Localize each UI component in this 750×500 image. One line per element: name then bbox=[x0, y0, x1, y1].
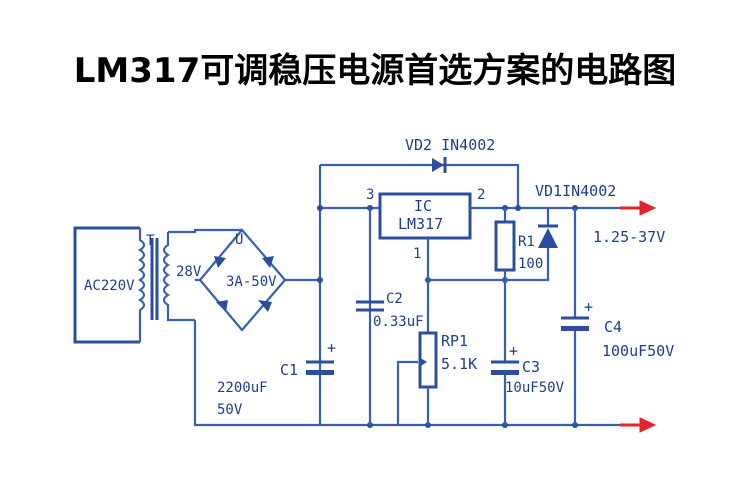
capacitor-c2: C2 0.33uF bbox=[356, 208, 424, 425]
r1-value-label: 100 bbox=[518, 256, 543, 272]
ic-pin3-label: 3 bbox=[366, 187, 374, 203]
rp1-label: RP1 bbox=[441, 332, 468, 350]
c4-value-label: 100uF50V bbox=[602, 342, 674, 360]
vd2-label: VD2 IN4002 bbox=[405, 136, 495, 154]
bridge-label-u: U bbox=[235, 232, 243, 248]
vd1-diode: VD1IN4002 bbox=[505, 182, 616, 282]
c1-plus-sign: + bbox=[327, 339, 336, 357]
potentiometer-rp1: RP1 5.1K bbox=[396, 280, 477, 425]
page-title: LM317可调稳压电源首选方案的电路图 bbox=[74, 51, 676, 91]
transformer-secondary: 28V bbox=[162, 228, 242, 322]
transformer-core: T bbox=[146, 233, 159, 320]
c3-label: C3 bbox=[522, 358, 540, 376]
c3-value-label: 10uF50V bbox=[505, 380, 565, 396]
r1-label: R1 bbox=[518, 234, 535, 250]
c2-value-label: 0.33uF bbox=[373, 314, 424, 330]
rp1-value-label: 5.1K bbox=[441, 355, 477, 373]
output-positive-arrow-icon bbox=[620, 200, 657, 216]
ic-pin2-label: 2 bbox=[477, 187, 485, 203]
ic-label: IC bbox=[414, 197, 432, 215]
capacitor-c4: + C4 100uF50V bbox=[561, 208, 674, 425]
capacitor-c1: + C1 2200uF 50V bbox=[217, 339, 336, 418]
bridge-rectifier: U 3A-50V bbox=[193, 228, 320, 427]
c1-value-label: 2200uF bbox=[217, 380, 268, 396]
transformer-label: T bbox=[146, 233, 155, 249]
c2-label: C2 bbox=[386, 291, 403, 307]
vd1-label: VD1IN4002 bbox=[535, 182, 616, 200]
bridge-rating-label: 3A-50V bbox=[226, 274, 277, 290]
c4-label: C4 bbox=[604, 318, 622, 336]
main-rails bbox=[318, 163, 640, 427]
vd2-diode-icon: VD2 IN4002 bbox=[405, 136, 495, 173]
capacitor-c3: + C3 10uF50V bbox=[491, 280, 565, 425]
ic-lm317: IC LM317 3 2 1 bbox=[366, 187, 505, 282]
resistor-r1: R1 100 bbox=[494, 208, 543, 280]
ic-pin1-label: 1 bbox=[413, 246, 421, 262]
bridge-diode-icon bbox=[214, 256, 274, 312]
c3-plus-sign: + bbox=[509, 342, 518, 360]
transformer-primary: AC220V bbox=[73, 226, 146, 344]
output-negative-arrow-icon bbox=[620, 417, 657, 433]
output-terminals: 1.25-37V bbox=[593, 200, 665, 433]
c1-voltage-label: 50V bbox=[217, 402, 243, 418]
secondary-voltage-label: 28V bbox=[176, 264, 202, 280]
output-voltage-label: 1.25-37V bbox=[593, 228, 665, 246]
ac-input-label: AC220V bbox=[84, 278, 135, 294]
c4-plus-sign: + bbox=[584, 298, 593, 316]
ic-part-label: LM317 bbox=[398, 215, 443, 233]
junction-nodes bbox=[317, 205, 578, 428]
c1-label: C1 bbox=[280, 361, 298, 379]
